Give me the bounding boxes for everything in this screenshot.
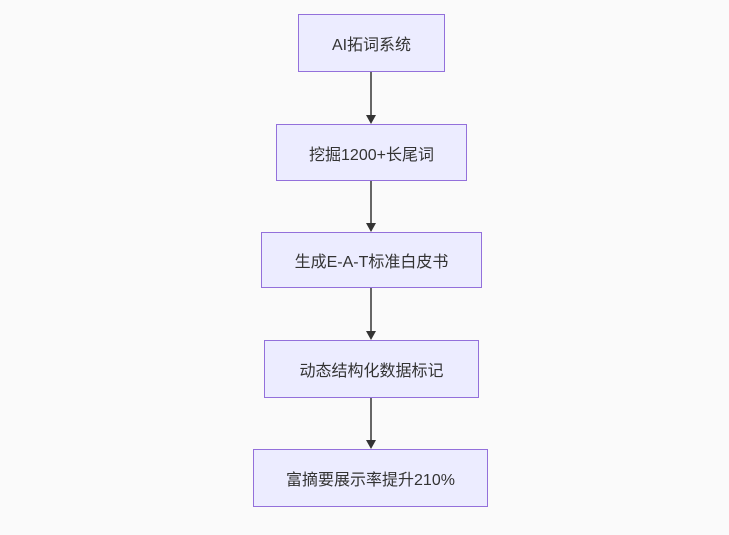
flow-arrow-2: [366, 181, 376, 232]
flowchart-node-eat-whitepaper: 生成E-A-T标准白皮书: [261, 232, 482, 288]
arrow-down-icon: [366, 223, 376, 232]
flowchart-node-structured-data-markup: 动态结构化数据标记: [264, 340, 479, 398]
flowchart-node-ai-keyword-system: AI拓词系统: [298, 14, 445, 72]
flow-arrow-1: [366, 72, 376, 124]
arrow-line: [370, 288, 372, 332]
arrow-line: [370, 181, 372, 224]
flowchart-node-rich-snippet-result: 富摘要展示率提升210%: [253, 449, 488, 507]
arrow-line: [370, 72, 372, 116]
arrow-down-icon: [366, 115, 376, 124]
flowchart-node-longtail-mining: 挖掘1200+长尾词: [276, 124, 467, 181]
node-label: 生成E-A-T标准白皮书: [294, 254, 449, 271]
arrow-down-icon: [366, 331, 376, 340]
node-label: 挖掘1200+长尾词: [309, 146, 434, 164]
arrow-line: [370, 398, 372, 441]
arrow-down-icon: [366, 440, 376, 449]
flow-arrow-4: [366, 398, 376, 449]
node-label: AI拓词系统: [331, 37, 412, 54]
node-label: 动态结构化数据标记: [299, 363, 444, 380]
flow-arrow-3: [366, 288, 376, 340]
node-label: 富摘要展示率提升210%: [286, 472, 455, 489]
